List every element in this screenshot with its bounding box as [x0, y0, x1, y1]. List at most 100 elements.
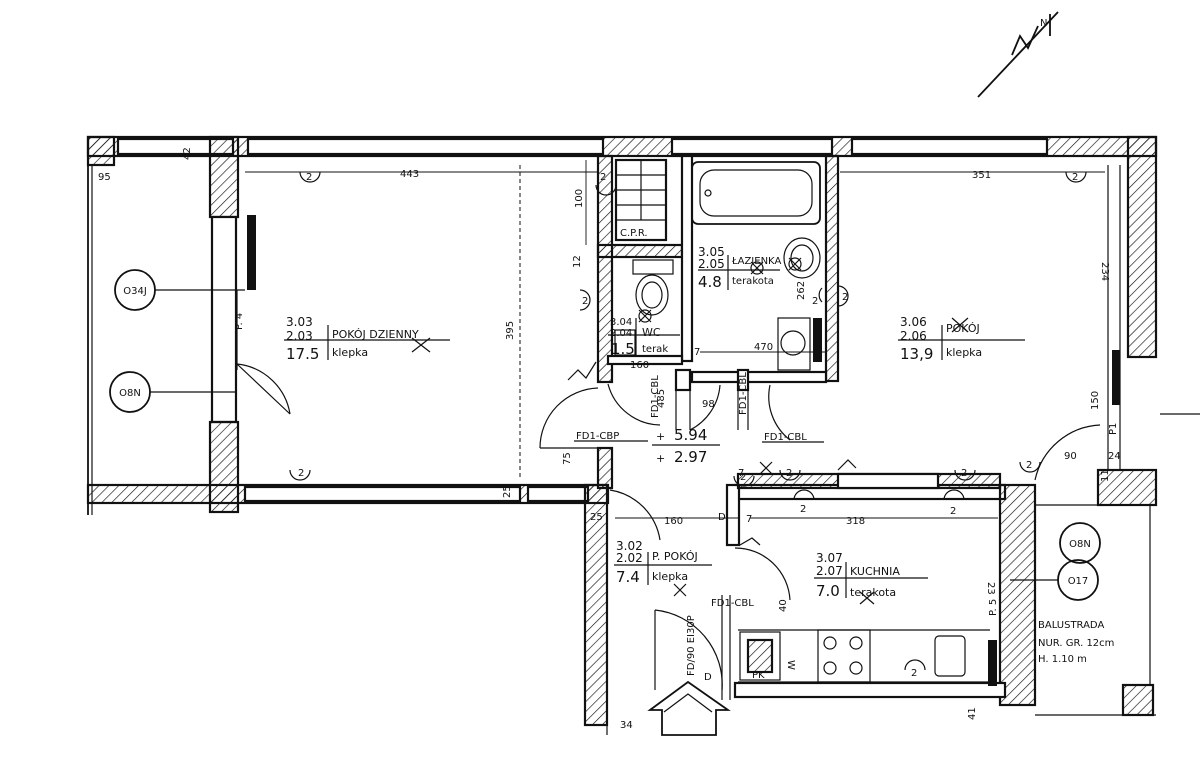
svg-text:klepka: klepka: [332, 346, 368, 359]
room-pokoj-dzienny: 3.03 2.03 POKÓJ DZIENNY 17.5 klepka: [286, 315, 419, 363]
svg-text:KUCHNIA: KUCHNIA: [850, 565, 900, 578]
socket-icon: 2: [595, 172, 617, 196]
kitchen-sink-icon: [934, 635, 966, 677]
svg-text:485: 485: [656, 389, 667, 408]
svg-text:O8N: O8N: [1069, 539, 1091, 550]
tag-o17: O17: [1010, 559, 1099, 601]
svg-text:2: 2: [950, 506, 956, 517]
svg-text:90: 90: [1064, 451, 1077, 462]
svg-text:1.5: 1.5: [611, 340, 635, 358]
svg-text:+: +: [656, 430, 665, 443]
svg-text:O34J: O34J: [123, 286, 147, 297]
svg-text:2: 2: [582, 296, 588, 307]
svg-text:O8N: O8N: [119, 388, 141, 399]
svg-text:D: D: [704, 672, 712, 683]
outer-walls: [86, 135, 1158, 735]
svg-text:7.0: 7.0: [816, 582, 840, 600]
svg-text:13,9: 13,9: [900, 345, 933, 363]
washbasin-icon: [783, 237, 821, 279]
svg-text:FD1-CBL: FD1-CBL: [711, 598, 754, 609]
svg-text:443: 443: [400, 169, 419, 180]
svg-text:262: 262: [796, 281, 807, 300]
dimensions: 443 351 100 395 234 150 160 318 470 262 …: [98, 147, 1121, 731]
svg-text:POKÓJ DZIENNY: POKÓJ DZIENNY: [332, 328, 419, 341]
svg-text:C.P.R.: C.P.R.: [620, 228, 648, 239]
door-ppokoj: [609, 489, 791, 601]
radiator-kitchen: [739, 631, 781, 681]
svg-text:P1: P1: [1108, 423, 1119, 435]
socket-icon: 2: [954, 468, 976, 481]
svg-text:BALUSTRADA: BALUSTRADA: [1038, 620, 1104, 631]
svg-text:2: 2: [600, 172, 606, 183]
svg-text:D: D: [718, 512, 726, 523]
svg-text:klepka: klepka: [946, 346, 982, 359]
svg-text:318: 318: [846, 516, 865, 527]
socket-icon: 2: [1019, 460, 1041, 473]
svg-text:150: 150: [1090, 391, 1101, 410]
partitions: [596, 154, 1002, 700]
svg-text:2: 2: [1072, 172, 1078, 183]
svg-text:FD/90 EI30P: FD/90 EI30P: [686, 615, 697, 676]
window-living: [236, 215, 256, 370]
svg-text:2.03: 2.03: [286, 329, 313, 343]
svg-text:100: 100: [574, 189, 585, 208]
svg-text:P. 5: P. 5: [988, 599, 999, 616]
svg-text:17.5: 17.5: [286, 345, 319, 363]
svg-text:95: 95: [98, 172, 111, 183]
svg-text:75: 75: [562, 452, 573, 465]
svg-text:H. 1.10 m: H. 1.10 m: [1038, 654, 1087, 665]
sink-wc-icon: [614, 329, 636, 356]
svg-text:3.06: 3.06: [900, 315, 927, 329]
window-bath: [813, 318, 822, 362]
svg-text:11: 11: [1100, 469, 1111, 482]
kitchen-counter: [738, 629, 990, 683]
balcony-door-living: [236, 363, 291, 415]
svg-text:2: 2: [298, 468, 304, 479]
svg-text:W: W: [785, 660, 796, 670]
svg-text:24: 24: [1108, 451, 1121, 462]
socket-icon: 2: [793, 489, 815, 515]
svg-text:42: 42: [182, 147, 193, 160]
svg-text:3.07: 3.07: [816, 551, 843, 565]
svg-text:2: 2: [961, 468, 967, 479]
svg-text:2: 2: [740, 472, 746, 483]
socket-icon: 2: [1065, 171, 1087, 183]
svg-text:FD1-CBL: FD1-CBL: [764, 432, 807, 443]
svg-text:2: 2: [1026, 460, 1032, 471]
svg-text:PK: PK: [752, 670, 765, 681]
svg-text:41: 41: [967, 707, 978, 720]
socket-icon: 2: [299, 171, 321, 183]
window-kitchen: [988, 640, 997, 686]
socket-icon: 2: [289, 468, 311, 481]
room-label-lines: [284, 255, 1025, 598]
svg-text:2: 2: [812, 296, 818, 307]
svg-text:P. 4: P. 4: [234, 313, 245, 330]
svg-text:5.94: 5.94: [674, 426, 707, 444]
svg-text:7.4: 7.4: [616, 568, 640, 586]
socket-icon: 2: [812, 287, 823, 307]
svg-text:4.8: 4.8: [698, 273, 722, 291]
svg-text:terak: terak: [642, 344, 668, 355]
socket-icon: 2: [837, 285, 849, 307]
window-pokoj: [1112, 350, 1120, 405]
svg-text:N: N: [1040, 18, 1047, 29]
svg-text:+: +: [656, 452, 665, 465]
socket-icon: 2: [733, 472, 755, 487]
stove-icon: [817, 629, 871, 683]
svg-text:terakota: terakota: [732, 276, 774, 287]
svg-text:40: 40: [778, 599, 789, 612]
tag-o8n-living: O8N: [109, 371, 237, 413]
svg-text:2.04: 2.04: [610, 328, 632, 339]
svg-text:34: 34: [620, 720, 633, 731]
svg-text:3.02: 3.02: [616, 539, 643, 553]
room-p-pokoj: 3.02 2.02 P. POKÓJ 7.4 klepka: [616, 539, 698, 586]
toilet-icon: [632, 259, 674, 316]
north-arrow-icon: [977, 11, 1059, 98]
socket-icon: 2: [943, 489, 965, 517]
svg-text:2: 2: [800, 504, 806, 515]
door-pokoj: [1034, 424, 1101, 481]
svg-text:25: 25: [590, 512, 603, 523]
svg-text:25: 25: [502, 485, 513, 498]
socket-symbols: 2 2 2 2 2 2 2 2 2 2 2 2 2 2: [289, 171, 1087, 679]
